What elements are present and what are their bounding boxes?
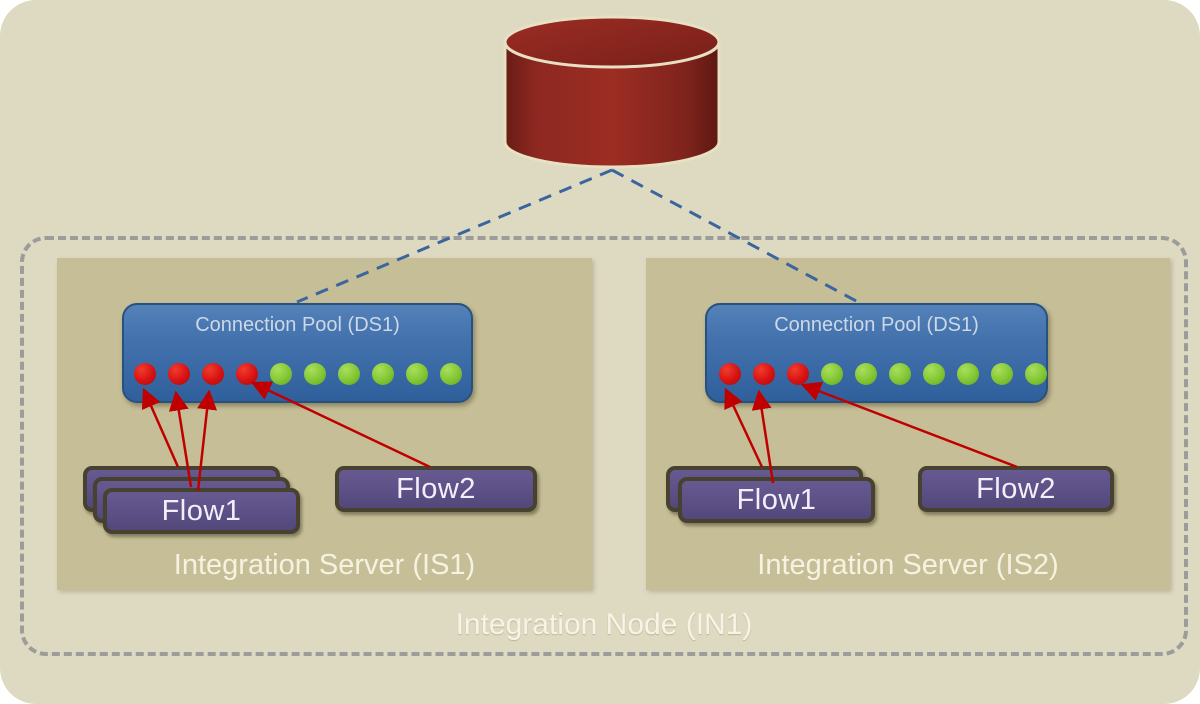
free-connection-dot <box>923 363 945 385</box>
free-connection-dot <box>338 363 360 385</box>
flow2-label: Flow2 <box>976 472 1056 505</box>
connection-pool-ds1-is1: Connection Pool (DS1) <box>122 303 473 403</box>
connection-dots <box>134 363 462 385</box>
flow1-label: Flow1 <box>161 494 242 527</box>
flow2-label: Flow2 <box>396 472 476 505</box>
integration-server-is1-label: Integration Server (IS1) <box>173 549 476 581</box>
integration-node-label: Integration Node (IN1) <box>455 608 753 641</box>
integration-server-is2: Connection Pool (DS1) Flow1 Flow2 Integr… <box>646 258 1170 590</box>
flow2-box: Flow2 <box>918 466 1114 512</box>
busy-connection-dot <box>236 363 258 385</box>
free-connection-dot <box>855 363 877 385</box>
free-connection-dot <box>889 363 911 385</box>
free-connection-dot <box>270 363 292 385</box>
integration-server-is1: Connection Pool (DS1) Flow1 Flow2 Integr… <box>57 258 592 590</box>
flow1-box: Flow1 <box>103 488 300 534</box>
free-connection-dot <box>991 363 1013 385</box>
free-connection-dot <box>821 363 843 385</box>
busy-connection-dot <box>134 363 156 385</box>
busy-connection-dot <box>753 363 775 385</box>
free-connection-dot <box>406 363 428 385</box>
connection-pool-ds1-is2: Connection Pool (DS1) <box>705 303 1048 403</box>
free-connection-dot <box>957 363 979 385</box>
busy-connection-dot <box>787 363 809 385</box>
connection-pool-title: Connection Pool (DS1) <box>195 314 400 336</box>
busy-connection-dot <box>202 363 224 385</box>
connection-dots <box>719 363 1047 385</box>
database-icon <box>503 15 721 169</box>
flow1-label: Flow1 <box>736 483 817 516</box>
flow1-box: Flow1 <box>678 477 875 523</box>
busy-connection-dot <box>719 363 741 385</box>
free-connection-dot <box>440 363 462 385</box>
connection-pool-title: Connection Pool (DS1) <box>774 314 979 336</box>
free-connection-dot <box>372 363 394 385</box>
free-connection-dot <box>304 363 326 385</box>
busy-connection-dot <box>168 363 190 385</box>
integration-server-is2-label: Integration Server (IS2) <box>757 549 1059 581</box>
free-connection-dot <box>1025 363 1047 385</box>
flow2-box: Flow2 <box>335 466 537 512</box>
